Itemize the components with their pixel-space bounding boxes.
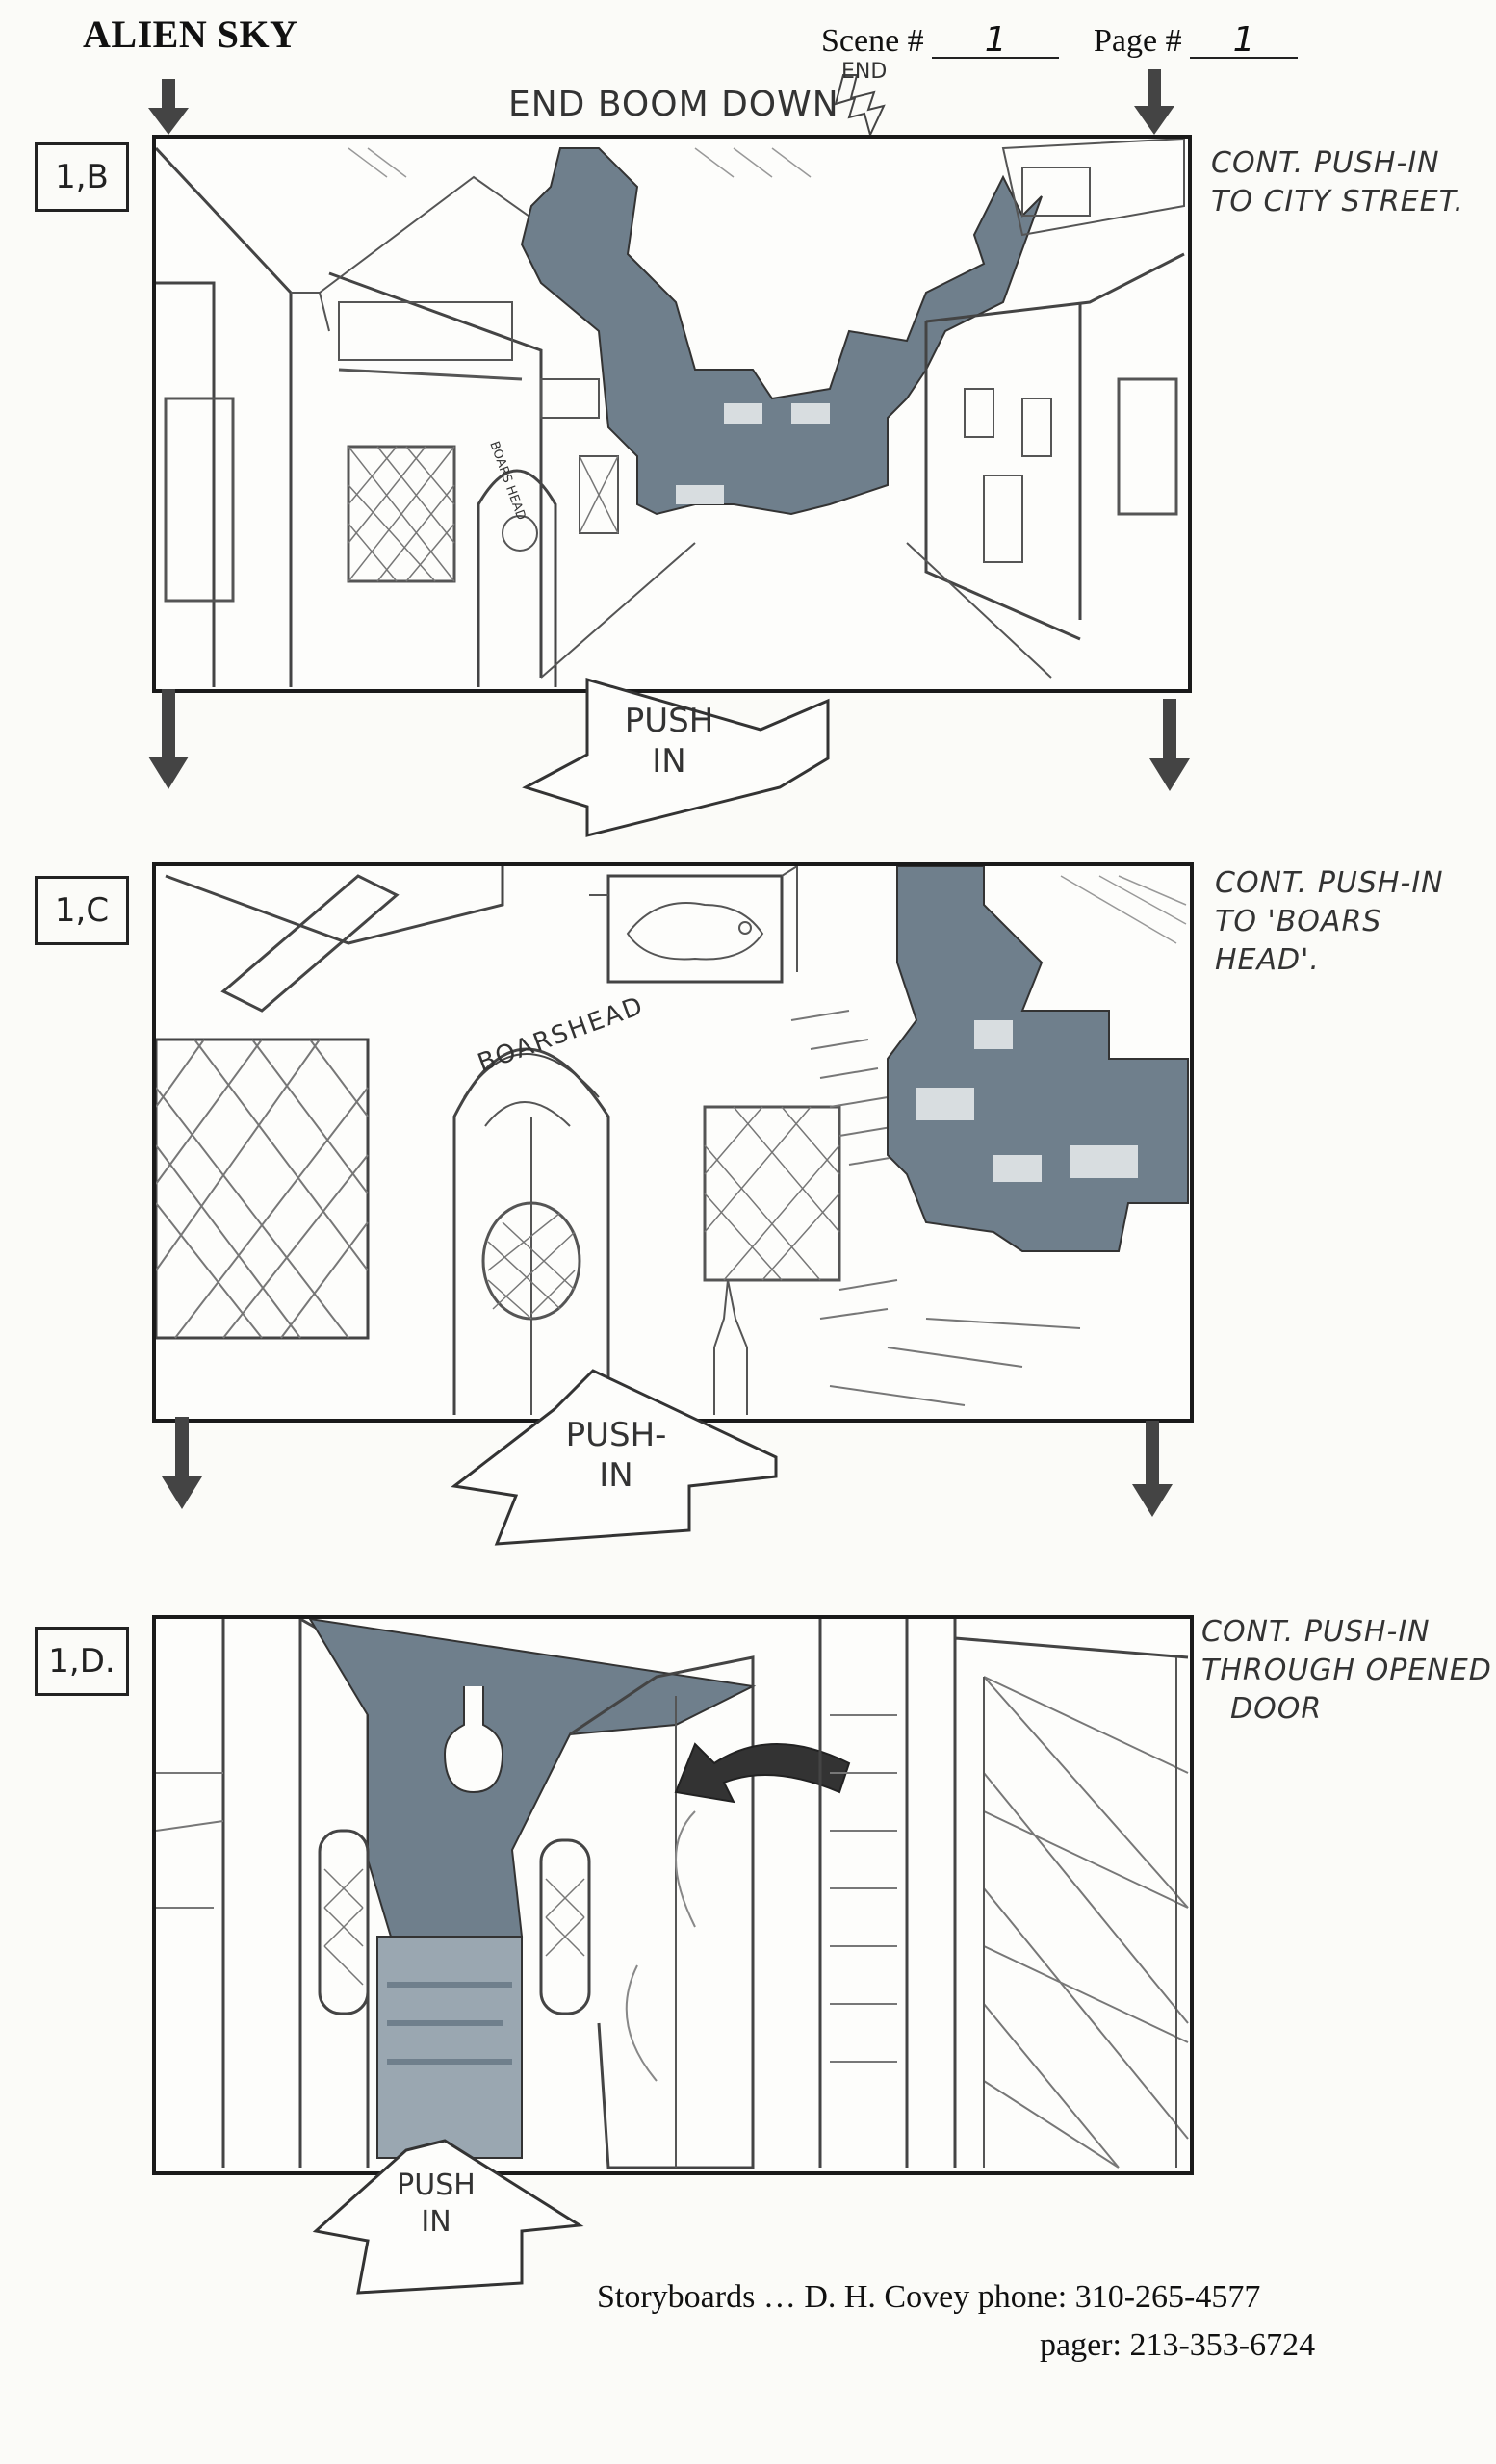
push-word: PUSH (397, 2169, 476, 2202)
note-line: CONT. PUSH-IN (1201, 1615, 1431, 1649)
panel-note-1b: CONT. PUSH-IN TO CITY STREET. (1211, 144, 1464, 221)
end-marker-label: END (841, 60, 888, 84)
push-in-label-1b: PUSH IN (597, 701, 741, 782)
down-arrow-icon (1134, 69, 1174, 135)
end-boom-down-note: END BOOM DOWN (508, 85, 839, 124)
push-in-label-1d: PUSH IN (364, 2168, 508, 2241)
scene-value: 1 (932, 23, 1060, 59)
note-line: DOOR (1230, 1692, 1323, 1726)
panel-frame-1d (152, 1615, 1194, 2175)
note-line: CONT. PUSH-IN (1215, 866, 1444, 900)
down-arrow-icon (162, 1417, 202, 1509)
scene-label: Scene # (821, 23, 924, 59)
panel-drawing-opened-door (156, 1619, 1189, 2169)
page-value: 1 (1190, 23, 1299, 59)
push-word: PUSH- (565, 1416, 667, 1454)
note-line: THROUGH OPENED (1201, 1654, 1492, 1687)
panel-id-1b: 1,B (35, 142, 129, 212)
page-label: Page # (1094, 23, 1182, 59)
push-in-arrow-icon (312, 2139, 584, 2295)
push-in-label-1c: PUSH- IN (539, 1415, 693, 1496)
panel-id-1d: 1,D. (35, 1627, 129, 1696)
note-line: TO 'BOARS HEAD'. (1215, 905, 1382, 977)
note-line: CONT. PUSH-IN (1211, 146, 1440, 180)
down-arrow-icon (1149, 699, 1190, 791)
end-marker-arrow (834, 74, 886, 138)
push-in-arrow-icon (522, 678, 830, 837)
in-word: IN (652, 742, 686, 781)
panel-drawing-city-street (156, 139, 1185, 687)
note-line: TO CITY STREET. (1211, 185, 1464, 218)
production-title: ALIEN SKY (83, 13, 298, 56)
push-word: PUSH (624, 702, 714, 740)
page-number: Page # 1 (1094, 23, 1299, 60)
panel-drawing-boars-head (156, 866, 1189, 1415)
in-word: IN (599, 1456, 633, 1495)
down-arrow-icon (148, 689, 189, 789)
panel-frame-1b: BOARS HEAD (152, 135, 1192, 693)
artist-credit: Storyboards … D. H. Covey phone: 310-265… (597, 2279, 1261, 2315)
panel-id-1c: 1,C (35, 876, 129, 945)
panel-note-1d: CONT. PUSH-IN THROUGH OPENED DOOR (1201, 1613, 1492, 1729)
down-arrow-icon (1132, 1421, 1173, 1517)
down-arrow-icon (148, 79, 189, 135)
panel-note-1c: CONT. PUSH-IN TO 'BOARS HEAD'. (1215, 864, 1496, 980)
in-word: IN (421, 2205, 451, 2239)
pager-number: pager: 213-353-6724 (1040, 2327, 1316, 2363)
push-in-arrow-icon (451, 1369, 778, 1546)
scene-number: Scene # 1 (821, 23, 1060, 60)
panel-frame-1c: BOARSHEAD (152, 862, 1194, 1423)
